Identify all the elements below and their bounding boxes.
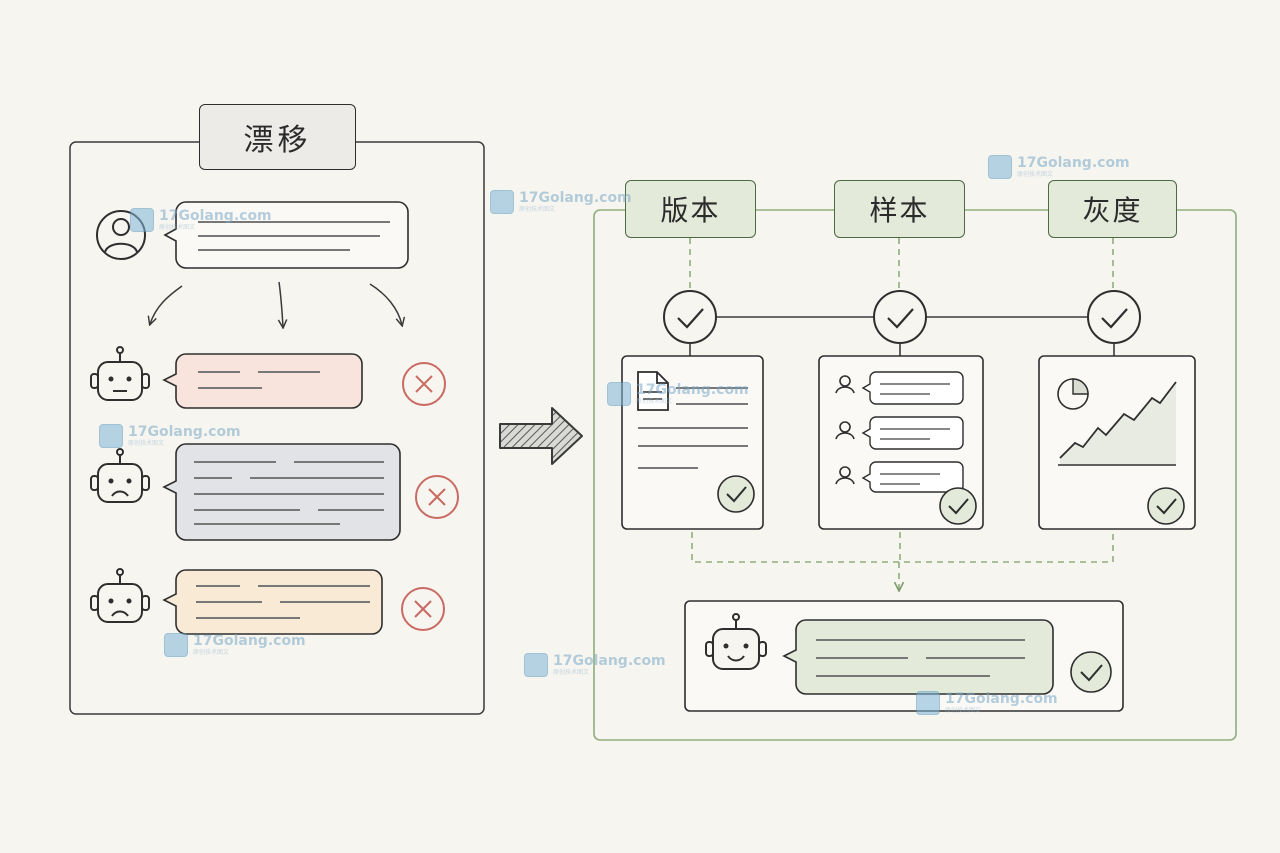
branch-arrows	[150, 281, 402, 327]
area-chart-icon	[1058, 381, 1177, 466]
label-check-connectors	[689, 238, 1114, 292]
step-label-sample-text: 样本	[869, 194, 930, 227]
transition-arrow-icon	[499, 407, 583, 465]
robot-sad-icon-2	[90, 568, 150, 623]
reject-x-icon-1	[402, 362, 446, 406]
drift-title: 漂移	[243, 123, 312, 158]
user-message-bubble	[163, 201, 409, 269]
step-label-version: 版本	[625, 180, 756, 238]
robot-happy-icon	[705, 613, 767, 670]
bot-response-bubble-1	[162, 353, 363, 409]
reject-x-icon-3	[401, 587, 445, 631]
card-check-icon	[717, 475, 755, 513]
card-check-icon	[1147, 487, 1185, 525]
check-down-connectors	[689, 343, 1115, 356]
step-label-canary-text: 灰度	[1082, 194, 1143, 227]
good-response-bubble	[782, 619, 1054, 695]
user-avatar-icon	[96, 210, 146, 260]
reject-x-icon-2	[415, 475, 459, 519]
step-label-canary: 灰度	[1048, 180, 1177, 238]
version-card	[621, 355, 764, 530]
result-card	[684, 600, 1124, 712]
robot-sad-icon	[90, 448, 150, 503]
check-circle-icon-sample	[873, 290, 927, 344]
document-icon	[637, 371, 669, 411]
bot-response-bubble-2	[162, 443, 401, 541]
robot-neutral-icon	[90, 346, 150, 401]
canary-card	[1038, 355, 1196, 530]
bot-response-bubble-3	[162, 569, 383, 635]
user-list-icon	[835, 375, 855, 485]
check-circle-icon-canary	[1087, 290, 1141, 344]
step-label-sample: 样本	[834, 180, 965, 238]
merge-connectors	[691, 532, 1114, 590]
pie-chart-icon	[1057, 378, 1089, 410]
check-circle-icon-version	[663, 290, 717, 344]
sample-card	[818, 355, 984, 530]
card-check-icon	[939, 487, 977, 525]
step-label-version-text: 版本	[660, 194, 721, 227]
drift-title-box: 漂移	[199, 104, 356, 170]
result-check-icon	[1070, 651, 1112, 693]
